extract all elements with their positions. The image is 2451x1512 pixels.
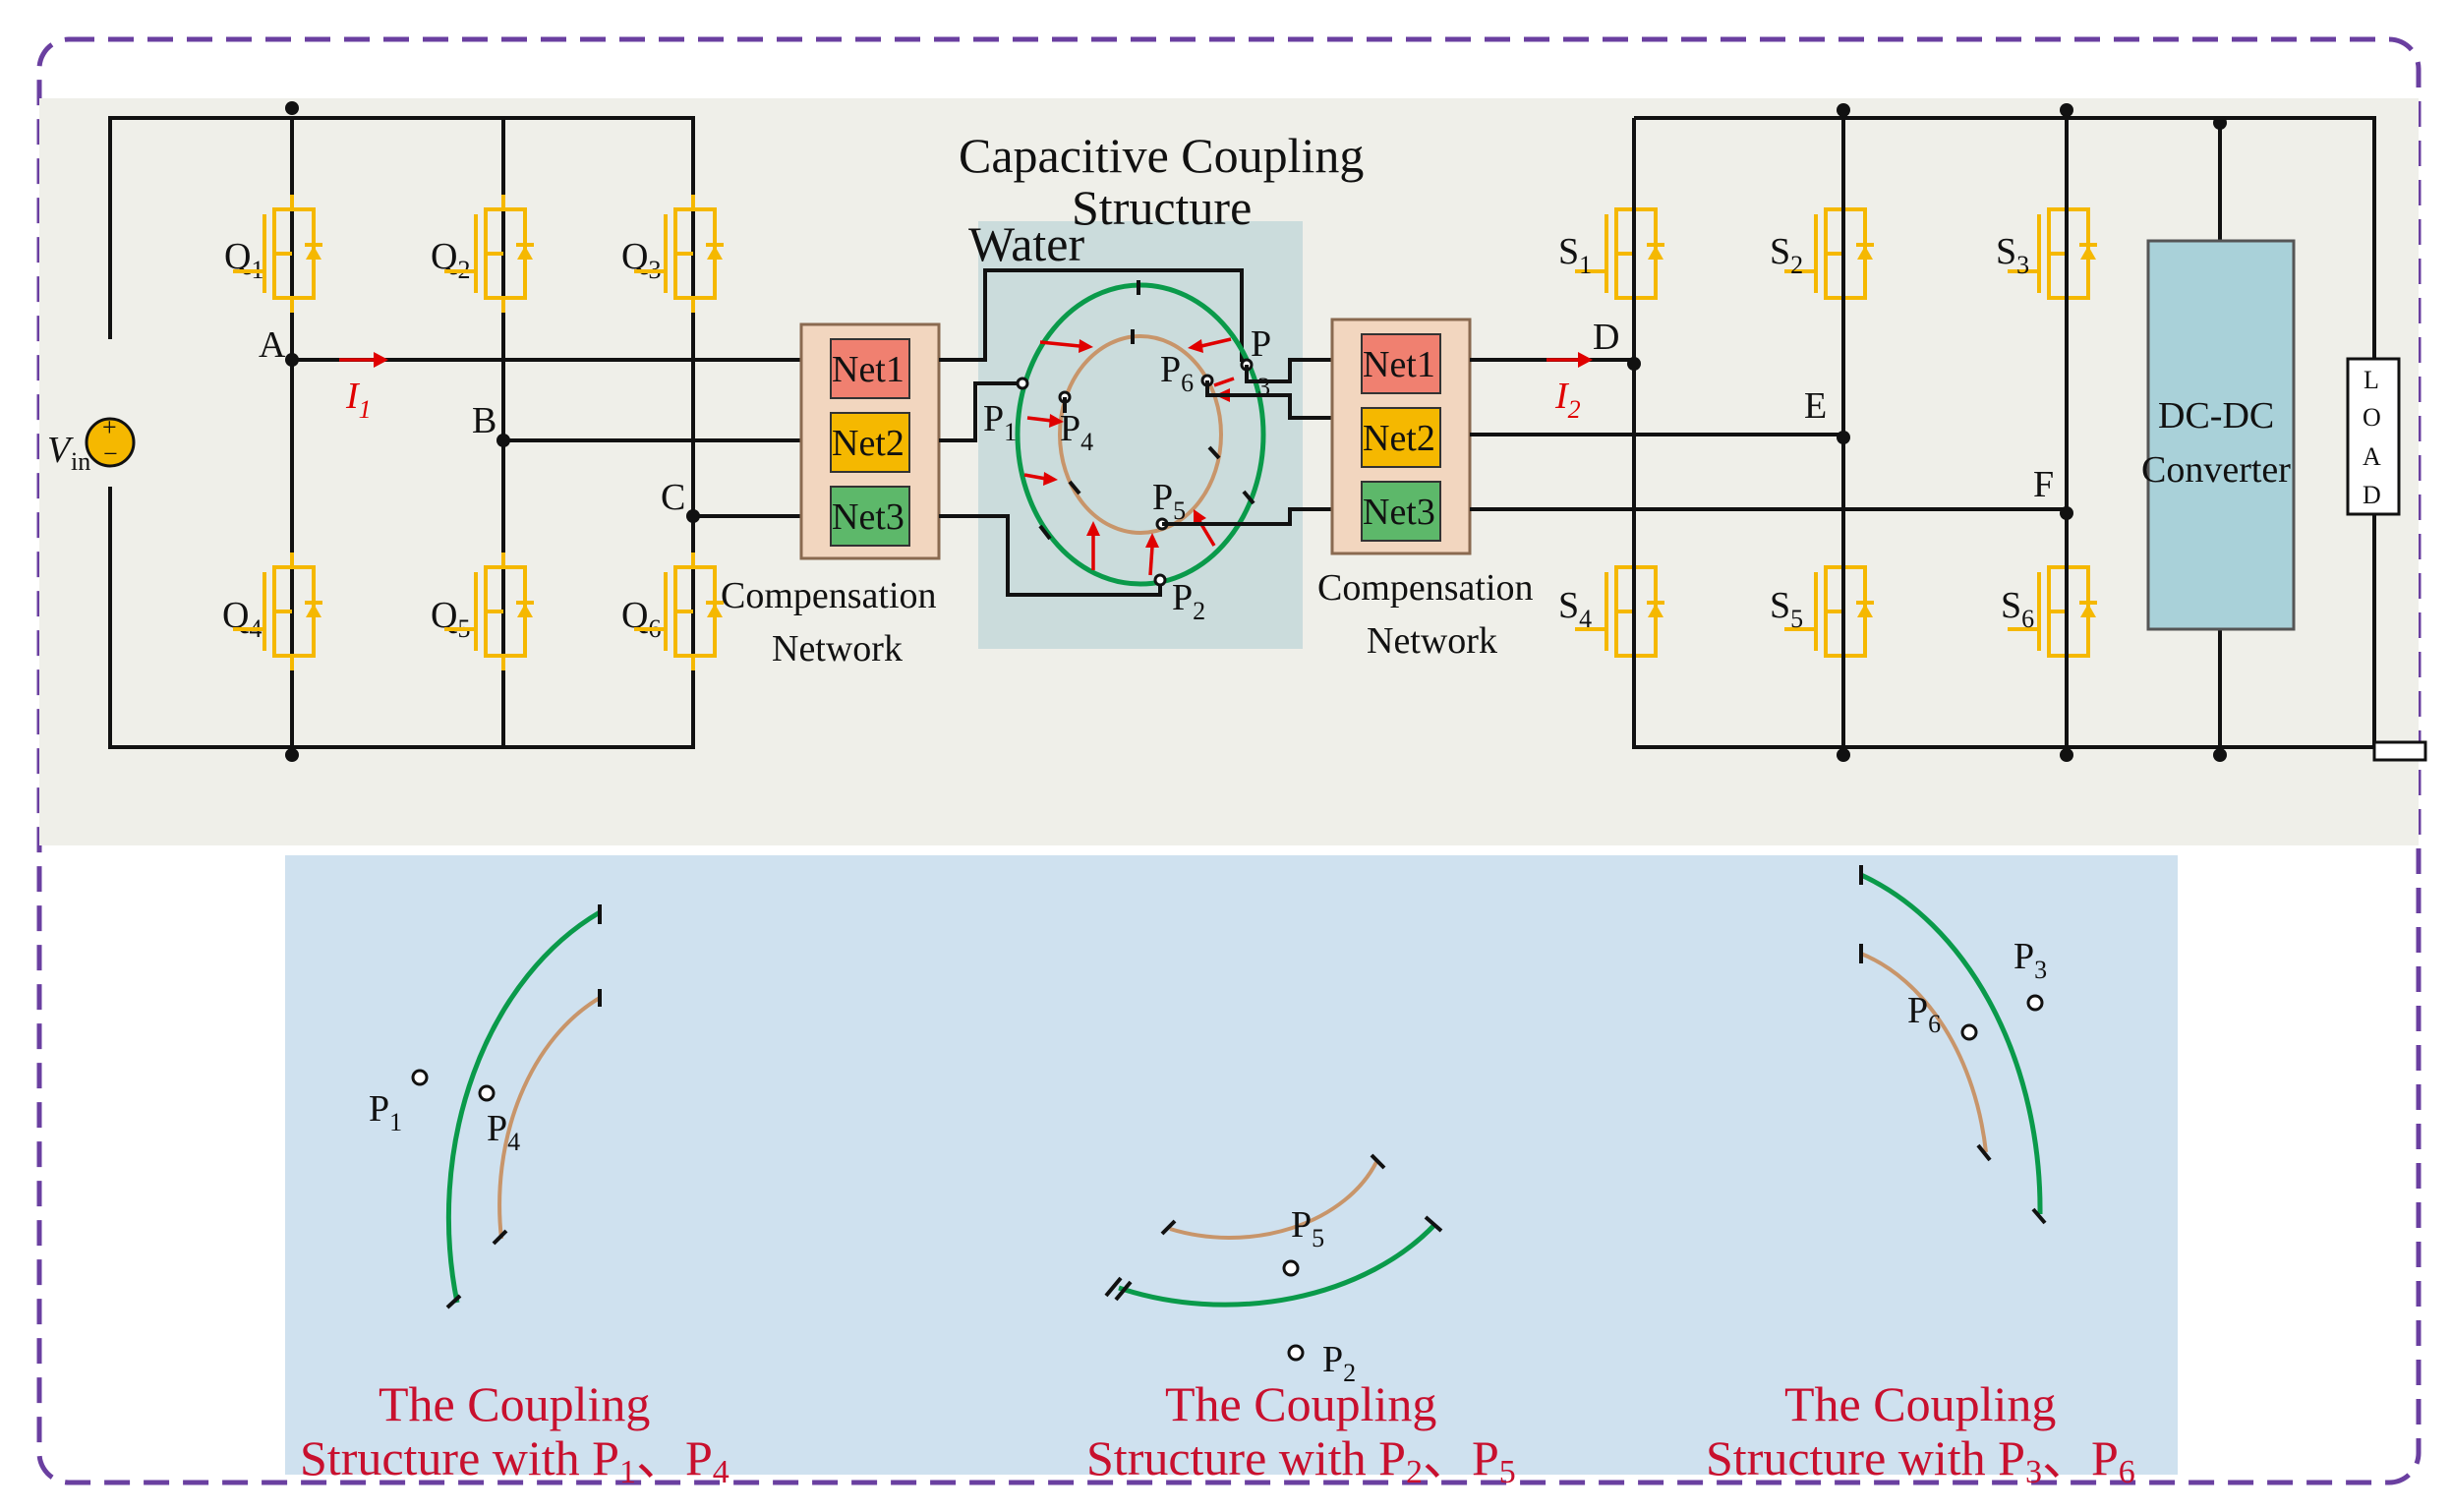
mosfet-s3-icon: [2008, 195, 2097, 313]
left-net1-label: Net1: [832, 349, 905, 390]
svg-text:The Coupling: The Coupling: [1165, 1376, 1436, 1431]
right-comp-label-1: Compensation: [1317, 567, 1534, 609]
detail-p2-p5: P5 P2: [1104, 1153, 1443, 1387]
node-b-label: B: [472, 400, 496, 441]
title-line1: Capacitive Coupling: [959, 128, 1364, 183]
load-letter-o: O: [2363, 403, 2381, 432]
coupling-structure: Capacitive Coupling Structure Water P1 P…: [939, 128, 1364, 625]
rectifier: D E F I2 S1 S2 S3 S4 S5 S6 DC-DC Convert…: [1470, 103, 2427, 762]
right-net2-label: Net2: [1363, 418, 1435, 459]
load-letter-a: A: [2363, 442, 2381, 471]
svg-text:Structure with P1、P4: Structure with P1、P4: [300, 1430, 729, 1490]
detail-p1-label: P1: [369, 1088, 402, 1136]
svg-text:The Coupling: The Coupling: [1784, 1376, 2056, 1431]
detail-p3-label: P3: [2013, 936, 2047, 984]
converter-label-1: DC-DC: [2158, 395, 2274, 436]
compensation-network-left: Net1 Net2 Net3 Compensation Network: [721, 322, 941, 669]
mosfet-q3-icon: [634, 195, 724, 313]
mosfet-q6-icon: [634, 552, 724, 670]
title-line2: Structure: [1072, 180, 1252, 235]
current-i2-label: I2: [1554, 376, 1581, 424]
detail-p3-p6: P3 P6: [1859, 865, 2047, 1225]
svg-text:−: −: [103, 439, 118, 468]
switch-s4-label: S4: [1558, 585, 1592, 633]
left-net2-label: Net2: [832, 423, 905, 464]
left-comp-label-1: Compensation: [721, 575, 937, 616]
node-a-label: A: [259, 324, 286, 366]
port-p4-label: P4: [1060, 408, 1093, 456]
port-p5-label: P5: [1152, 477, 1186, 525]
dc-dc-converter-box: [2146, 239, 2296, 631]
left-net3-label: Net3: [832, 496, 905, 538]
detail-p6-label: P6: [1907, 990, 1941, 1038]
detail-p1-p4: P1 P4: [369, 904, 602, 1309]
dc-source-icon: [85, 417, 136, 468]
compensation-network-right: Net1 Net2 Net3 Compensation Network: [1317, 318, 1534, 662]
node-e-label: E: [1804, 385, 1827, 427]
node-d-label: D: [1593, 317, 1619, 358]
load-letter-d: D: [2363, 481, 2381, 509]
converter-label-2: Converter: [2141, 449, 2291, 491]
load-letter-l: L: [2363, 366, 2379, 394]
right-net1-label: Net1: [1363, 344, 1435, 385]
node-f-label: F: [2033, 464, 2054, 505]
right-comp-label-2: Network: [1367, 620, 1497, 662]
water-label: Water: [968, 216, 1084, 271]
caption-p3-p6: The Coupling Structure with P3、P6: [1706, 1376, 2135, 1490]
inner-electrode-ring: [1058, 334, 1223, 535]
detail-p4-label: P4: [487, 1108, 520, 1156]
svg-text:Structure with P3、P6: Structure with P3、P6: [1706, 1430, 2135, 1490]
svg-text:+: +: [102, 413, 117, 441]
inverter: + − V in Q1 Q2 Q3 Q4 Q5 Q6 A B C I1: [47, 101, 826, 762]
node-c-label: C: [661, 477, 685, 518]
caption-p1-p4: The Coupling Structure with P1、P4: [300, 1376, 729, 1490]
mosfet-q4-icon: [233, 552, 322, 670]
right-net3-label: Net3: [1363, 492, 1435, 533]
port-p6-label: P6: [1160, 349, 1194, 397]
source-label: V: [47, 430, 74, 471]
port-p2-label: P2: [1172, 577, 1205, 625]
mosfet-q1-icon: [233, 195, 322, 313]
detail-p5-label: P5: [1291, 1204, 1324, 1252]
detail-p2-label: P2: [1322, 1339, 1356, 1387]
switch-s5-label: S5: [1770, 585, 1803, 633]
svg-text:Structure with P2、P5: Structure with P2、P5: [1086, 1430, 1516, 1490]
left-comp-label-2: Network: [772, 628, 903, 669]
mosfet-q2-icon: [444, 195, 534, 313]
current-i1-label: I1: [345, 376, 372, 424]
port-p1-label: P1: [983, 398, 1017, 446]
switch-q5-label: Q5: [431, 595, 470, 643]
caption-p2-p5: The Coupling Structure with P2、P5: [1086, 1376, 1516, 1490]
switch-s3-label: S3: [1996, 231, 2029, 279]
switch-s6-label: S6: [2001, 585, 2034, 633]
source-sub: in: [71, 447, 90, 476]
switch-s1-label: S1: [1558, 231, 1592, 279]
switch-s2-label: S2: [1770, 231, 1803, 279]
svg-text:The Coupling: The Coupling: [379, 1376, 650, 1431]
mosfet-q5-icon: [444, 552, 534, 670]
load-box: [2346, 357, 2401, 516]
